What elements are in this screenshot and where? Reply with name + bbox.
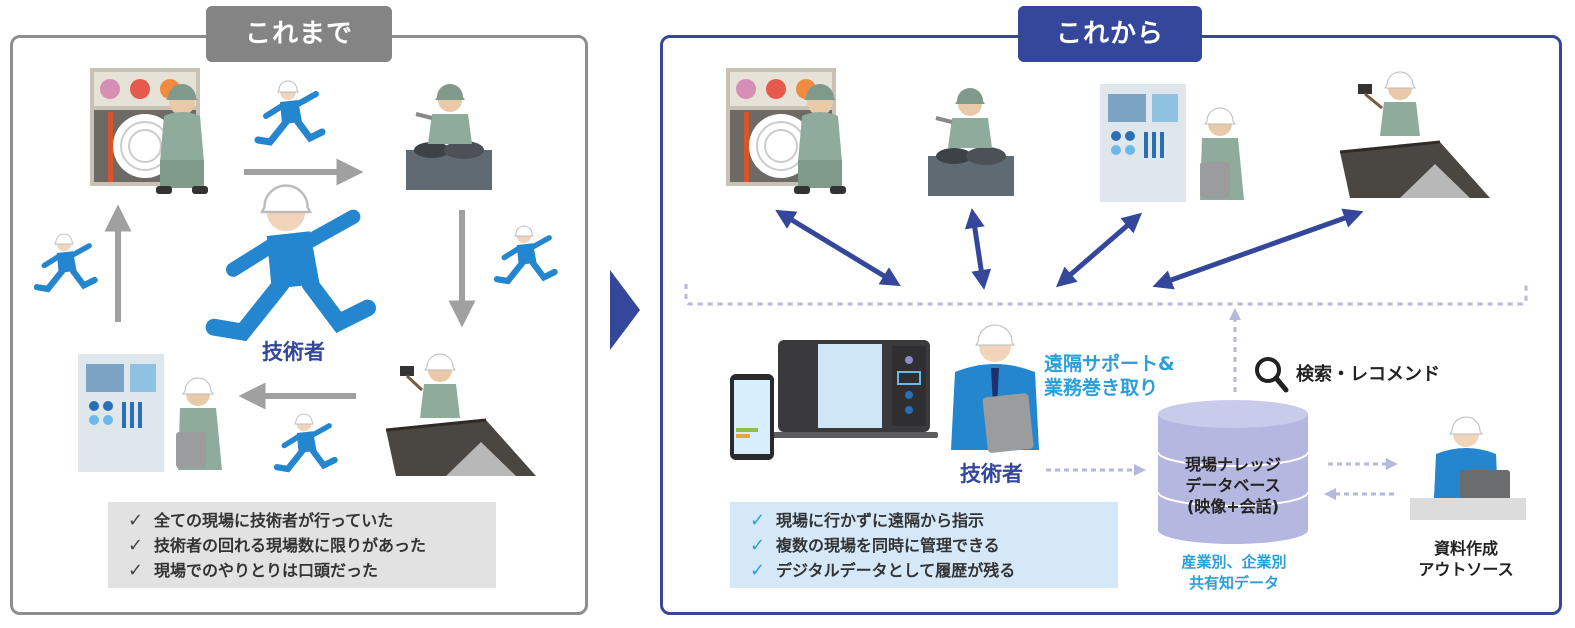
laptop-device	[770, 340, 938, 438]
checklist-item: ✓デジタルデータとして履歴が残る	[750, 560, 1016, 581]
check-icon: ✓	[750, 560, 766, 581]
hammer-worker-after	[1358, 71, 1420, 136]
wrench-worker-before	[415, 84, 472, 144]
electric-panel-site-before	[78, 354, 164, 472]
before-checklist: ✓全ての現場に技術者が行っていた ✓技術者の回れる現場数に限りがあった ✓現場で…	[108, 502, 496, 588]
running-worker-small-bottom	[277, 414, 335, 469]
smartphone-device	[730, 374, 774, 460]
magnifier-icon	[1255, 357, 1289, 393]
outsource-label: 資料作成 アウトソース	[1418, 539, 1514, 579]
technician-tablet	[951, 324, 1039, 453]
check-icon: ✓	[128, 535, 144, 556]
pipe-machine-site-after	[928, 147, 1014, 196]
link-arrow-site-4	[1152, 208, 1364, 290]
roof-site-after	[1338, 140, 1492, 200]
check-icon: ✓	[750, 535, 766, 556]
checklist-item: ✓現場でのやりとりは口頭だった	[128, 560, 379, 581]
hammer-worker-before	[400, 353, 460, 418]
link-arrow-site-2	[964, 208, 992, 290]
search-recommend-label: 検索・レコメンド	[1296, 364, 1440, 385]
check-icon: ✓	[750, 510, 766, 531]
knowledge-database	[1157, 400, 1309, 544]
tablet-worker-after	[1200, 107, 1244, 200]
running-worker-small-right	[497, 226, 555, 281]
running-worker-small-top	[258, 81, 322, 142]
database-label: 現場ナレッジ データベース (映像+会話)	[1184, 455, 1281, 516]
link-arrow-site-1	[775, 209, 901, 287]
check-icon: ✓	[128, 560, 144, 581]
roof-site-before	[384, 418, 538, 478]
before-tab: これまで	[206, 6, 392, 62]
after-checklist: ✓現場に行かずに遠隔から指示 ✓複数の現場を同時に管理できる ✓デジタルデータと…	[730, 502, 1118, 588]
tablet-worker-before	[176, 377, 222, 470]
network-bracket	[684, 284, 1528, 306]
checklist-item: ✓複数の現場を同時に管理できる	[750, 535, 1000, 556]
checklist-item: ✓技術者の回れる現場数に限りがあった	[128, 535, 427, 556]
link-arrow-site-3	[1055, 212, 1143, 288]
outsource-worker	[1410, 416, 1526, 520]
after-tab: これから	[1018, 6, 1202, 62]
running-worker-small-left	[37, 234, 95, 289]
technician-label-before: 技術者	[262, 340, 325, 364]
shared-data-label: 産業別、企業別 共有知データ	[1181, 553, 1287, 592]
electric-panel-site-after	[1100, 84, 1186, 202]
wrench-worker-after	[935, 88, 992, 148]
technician-label-after: 技術者	[960, 462, 1023, 486]
running-technician-large	[214, 186, 368, 332]
checklist-item: ✓全ての現場に技術者が行っていた	[128, 510, 394, 531]
transition-arrow	[610, 270, 640, 350]
remote-support-label: 遠隔サポート& 業務巻き取り	[1044, 353, 1175, 399]
check-icon: ✓	[128, 510, 144, 531]
pipe-machine-site-before	[406, 141, 492, 190]
checklist-item: ✓現場に行かずに遠隔から指示	[750, 510, 985, 531]
